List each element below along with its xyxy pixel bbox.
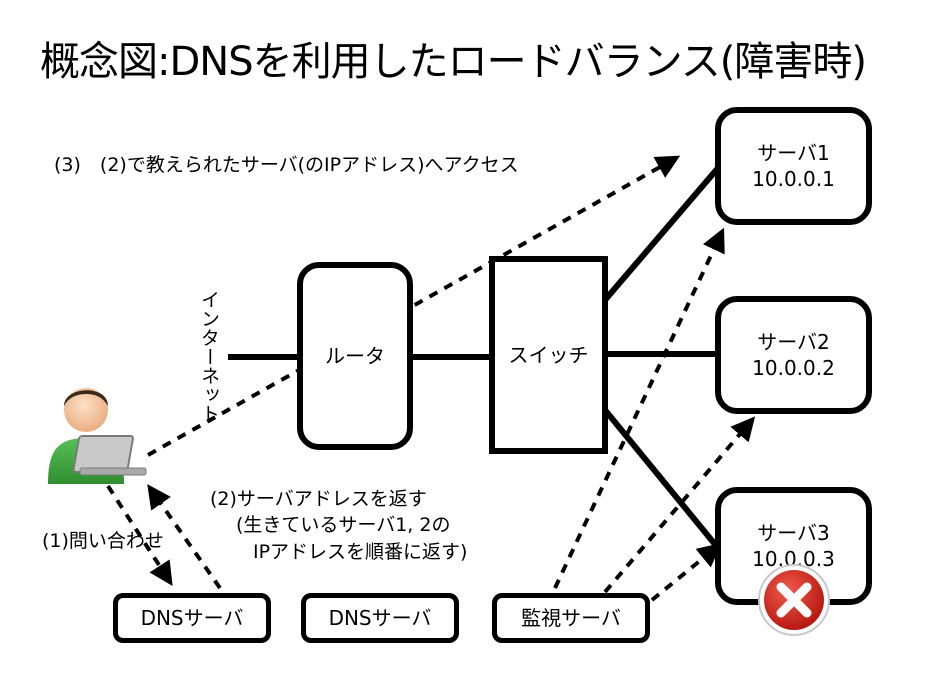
reply-label-line1: (2)サーバアドレスを返す (210, 488, 427, 510)
red-x-failure-icon (758, 564, 830, 636)
reply-label-line2: (生きているサーバ1, 2の (236, 514, 451, 536)
switch-label: スイッチ (508, 343, 589, 367)
monitor-server-box: 監視サーバ (492, 593, 650, 643)
switch-server3-link (602, 408, 721, 550)
server-2-ip: 10.0.0.2 (752, 356, 835, 380)
query-arrow (106, 484, 173, 587)
switch-server1-link (602, 166, 721, 302)
server-3-box: サーバ3 10.0.0.3 (715, 487, 872, 605)
monitor-server-label: 監視サーバ (521, 606, 621, 630)
user-with-laptop-icon (48, 388, 147, 484)
dns-server-1-label: DNSサーバ (140, 606, 244, 630)
server-2-name: サーバ2 (757, 330, 830, 354)
query-label: (1)問い合わせ (42, 530, 164, 552)
monitor-server1-arrow (553, 227, 725, 589)
router-box: ルータ (297, 262, 413, 450)
server-2-box: サーバ2 10.0.0.2 (715, 296, 872, 414)
internet-label: インターネット (198, 290, 220, 423)
server-1-ip: 10.0.0.1 (752, 167, 835, 191)
server-1-box: サーバ1 10.0.0.1 (715, 107, 872, 225)
router-label: ルータ (325, 344, 385, 368)
server-3-name: サーバ3 (757, 521, 830, 545)
monitor-server3-arrow (650, 542, 722, 602)
access-step-label: (3) (2)で教えられたサーバ(のIPアドレス)へアクセス (54, 154, 519, 176)
switch-box: スイッチ (489, 256, 608, 454)
reply-label-line3: IPアドレスを順番に返す) (253, 541, 468, 563)
dns-server-2-box: DNSサーバ (301, 593, 459, 643)
monitor-server2-arrow (603, 416, 756, 594)
server-1-name: サーバ1 (757, 141, 830, 165)
dns-server-1-box: DNSサーバ (113, 593, 271, 643)
page-title: 概念図:DNSを利用したロードバランス(障害時) (40, 39, 867, 85)
reply-arrow (147, 484, 222, 590)
dns-server-2-label: DNSサーバ (328, 606, 432, 630)
